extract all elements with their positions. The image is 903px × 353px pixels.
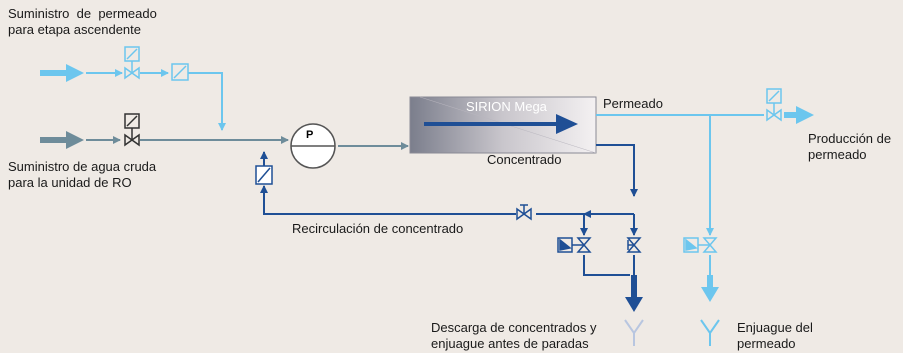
- concentrate-discharge-arrow: [625, 275, 643, 312]
- module-label: SIRION Mega: [466, 99, 547, 114]
- permeate-out-line: [596, 106, 814, 302]
- recirculation-valve-icon[interactable]: [516, 204, 532, 221]
- discharge-label: Descarga de concentrados y enjuague ante…: [431, 320, 597, 351]
- permeate-supply-valve-icon[interactable]: [124, 46, 140, 80]
- permeate-label: Permeado: [603, 96, 663, 111]
- pump-letter: P: [306, 129, 314, 141]
- recirculation-label: Recirculación de concentrado: [292, 221, 464, 236]
- rinse-label: Enjuague del permeado: [737, 320, 813, 351]
- recirculation-flowmeter-icon: [255, 165, 273, 185]
- discharge-valve-right-icon[interactable]: [626, 237, 642, 253]
- concentrate-label: Concentrado: [487, 152, 562, 167]
- permeate-supply-label: Suministro de permeado para etapa ascend…: [8, 6, 157, 37]
- permeate-supply-line: [40, 64, 226, 131]
- raw-water-valve-icon[interactable]: [124, 113, 140, 147]
- raw-water-line: [40, 131, 409, 150]
- pump-icon[interactable]: [290, 123, 336, 169]
- rinse-valve-icon[interactable]: [683, 237, 718, 253]
- raw-water-label: Suministro de agua cruda para la unidad …: [8, 159, 157, 190]
- discharge-drain-icon: [624, 319, 644, 346]
- rinse-drain-icon: [700, 319, 720, 346]
- production-valve-icon[interactable]: [766, 88, 782, 122]
- discharge-valve-left-icon[interactable]: [557, 237, 592, 253]
- production-label: Producción de permeado: [808, 131, 892, 162]
- permeate-supply-flowmeter-icon: [171, 63, 189, 81]
- ro-module: [409, 96, 597, 154]
- concentrate-line: [260, 144, 638, 276]
